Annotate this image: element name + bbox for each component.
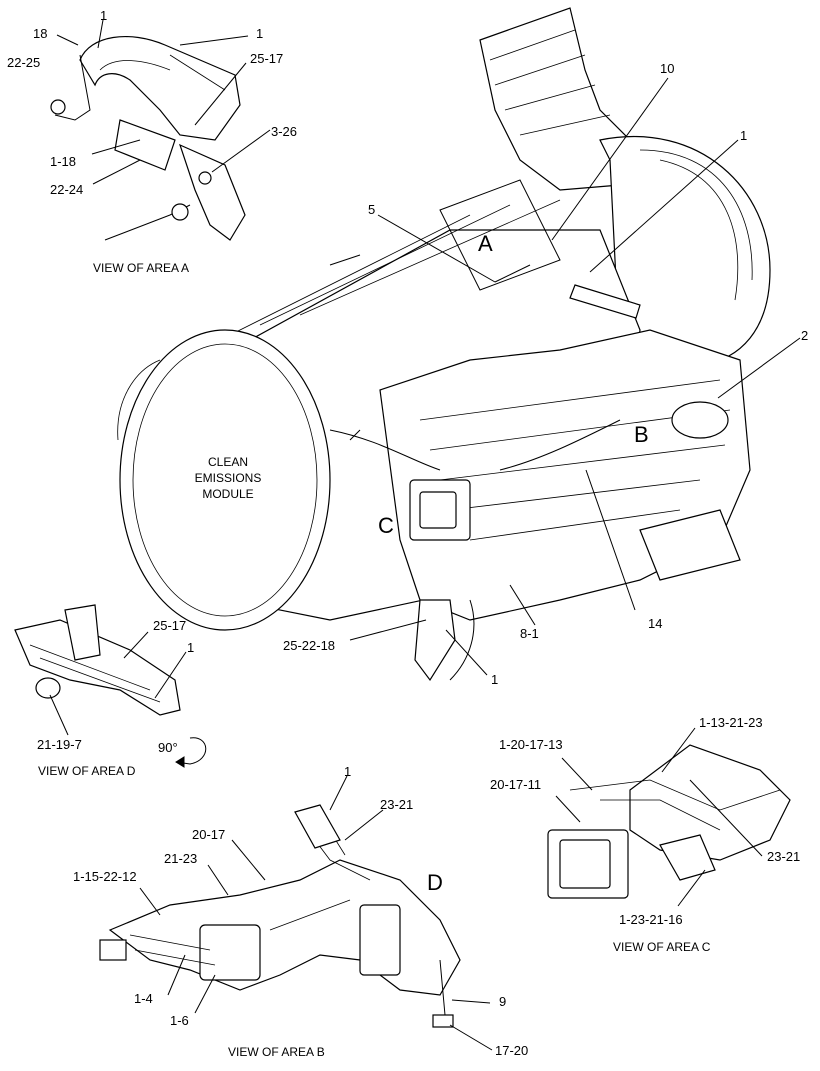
harness-main: [329, 419, 621, 681]
callout-b-1: 1: [344, 764, 351, 779]
callout-b-17-20: 17-20: [495, 1043, 528, 1058]
view-d-title: VIEW OF AREA D: [38, 764, 136, 778]
area-a-bracket: [179, 143, 246, 241]
view-b-title: VIEW OF AREA B: [228, 1045, 325, 1059]
engine-block: [379, 329, 751, 621]
callout-main-1-bottom: 1: [491, 672, 498, 687]
area-a-tube: [79, 35, 241, 141]
callout-c-1-23-21-16: 1-23-21-16: [619, 912, 683, 927]
callout-a-1-left: 1: [100, 8, 107, 23]
module-label-3: MODULE: [202, 487, 253, 501]
area-letter-d: D: [427, 870, 443, 895]
callout-c-1-13-21-23: 1-13-21-23: [699, 715, 763, 730]
callout-main-2: 2: [801, 328, 808, 343]
callout-b-1-6: 1-6: [170, 1013, 189, 1028]
module-label-1: CLEAN: [208, 455, 248, 469]
callout-b-21-23: 21-23: [164, 851, 197, 866]
callout-d-1: 1: [187, 640, 194, 655]
callout-b-9: 9: [499, 994, 506, 1009]
callout-b-23-21: 23-21: [380, 797, 413, 812]
right-pipe: [639, 509, 741, 581]
callout-a-22-24: 22-24: [50, 182, 83, 197]
area-a-clamp: [114, 119, 176, 171]
area-c-harness: [629, 744, 791, 861]
callout-d-25-17: 25-17: [153, 618, 186, 633]
view-area-c: 1-13-21-23 1-20-17-13 20-17-11 23-21 1-2…: [490, 715, 800, 954]
view-area-a: 18 1 1 22-25 25-17 3-26 1-18 22-24 VIEW …: [7, 8, 297, 275]
area-b-connector: [199, 924, 261, 981]
callout-b-20-17: 20-17: [192, 827, 225, 842]
callout-main-10: 10: [660, 61, 674, 76]
callout-main-5: 5: [368, 202, 375, 217]
rotation-arrow-icon: [175, 737, 207, 765]
view-c-title: VIEW OF AREA C: [613, 940, 711, 954]
callout-a-1-18: 1-18: [50, 154, 76, 169]
callout-main-8-1: 8-1: [520, 626, 539, 641]
area-d-bracket: [64, 604, 101, 661]
callout-b-1-4: 1-4: [134, 991, 153, 1006]
area-letter-a: A: [478, 231, 493, 256]
callout-main-1-top: 1: [740, 128, 747, 143]
callout-a-18: 18: [33, 26, 47, 41]
callout-c-20-17-11: 20-17-11: [490, 777, 541, 792]
callout-c-1-20-17-13: 1-20-17-13: [499, 737, 563, 752]
view-area-b: 1 23-21 20-17 21-23 1-15-22-12 1-4 1-6 9…: [73, 764, 528, 1059]
callout-c-23-21: 23-21: [767, 849, 800, 864]
callout-a-3-26: 3-26: [271, 124, 297, 139]
lower-connector: [414, 599, 456, 682]
module-label-2: EMISSIONS: [195, 471, 262, 485]
cylinder-end-cap: [119, 329, 331, 631]
area-letter-c: C: [378, 513, 394, 538]
callout-d-21-19-7: 21-19-7: [37, 737, 82, 752]
callout-b-1-15-22-12: 1-15-22-12: [73, 869, 137, 884]
view-area-d: 25-17 1 21-19-7 90° VIEW OF AREA D: [14, 604, 207, 778]
callout-main-25-22-18: 25-22-18: [283, 638, 335, 653]
callout-a-25-17: 25-17: [250, 51, 283, 66]
view-a-title: VIEW OF AREA A: [93, 261, 189, 275]
rotation-label: 90°: [158, 740, 178, 755]
main-assembly: A B C CLEAN EMISSIONS MODULE 10 1 5 2 25…: [117, 7, 808, 687]
area-letter-b: B: [634, 422, 649, 447]
area-b-harness: [108, 859, 461, 996]
callout-a-1-right: 1: [256, 26, 263, 41]
callout-a-22-25: 22-25: [7, 55, 40, 70]
callout-main-14: 14: [648, 616, 662, 631]
